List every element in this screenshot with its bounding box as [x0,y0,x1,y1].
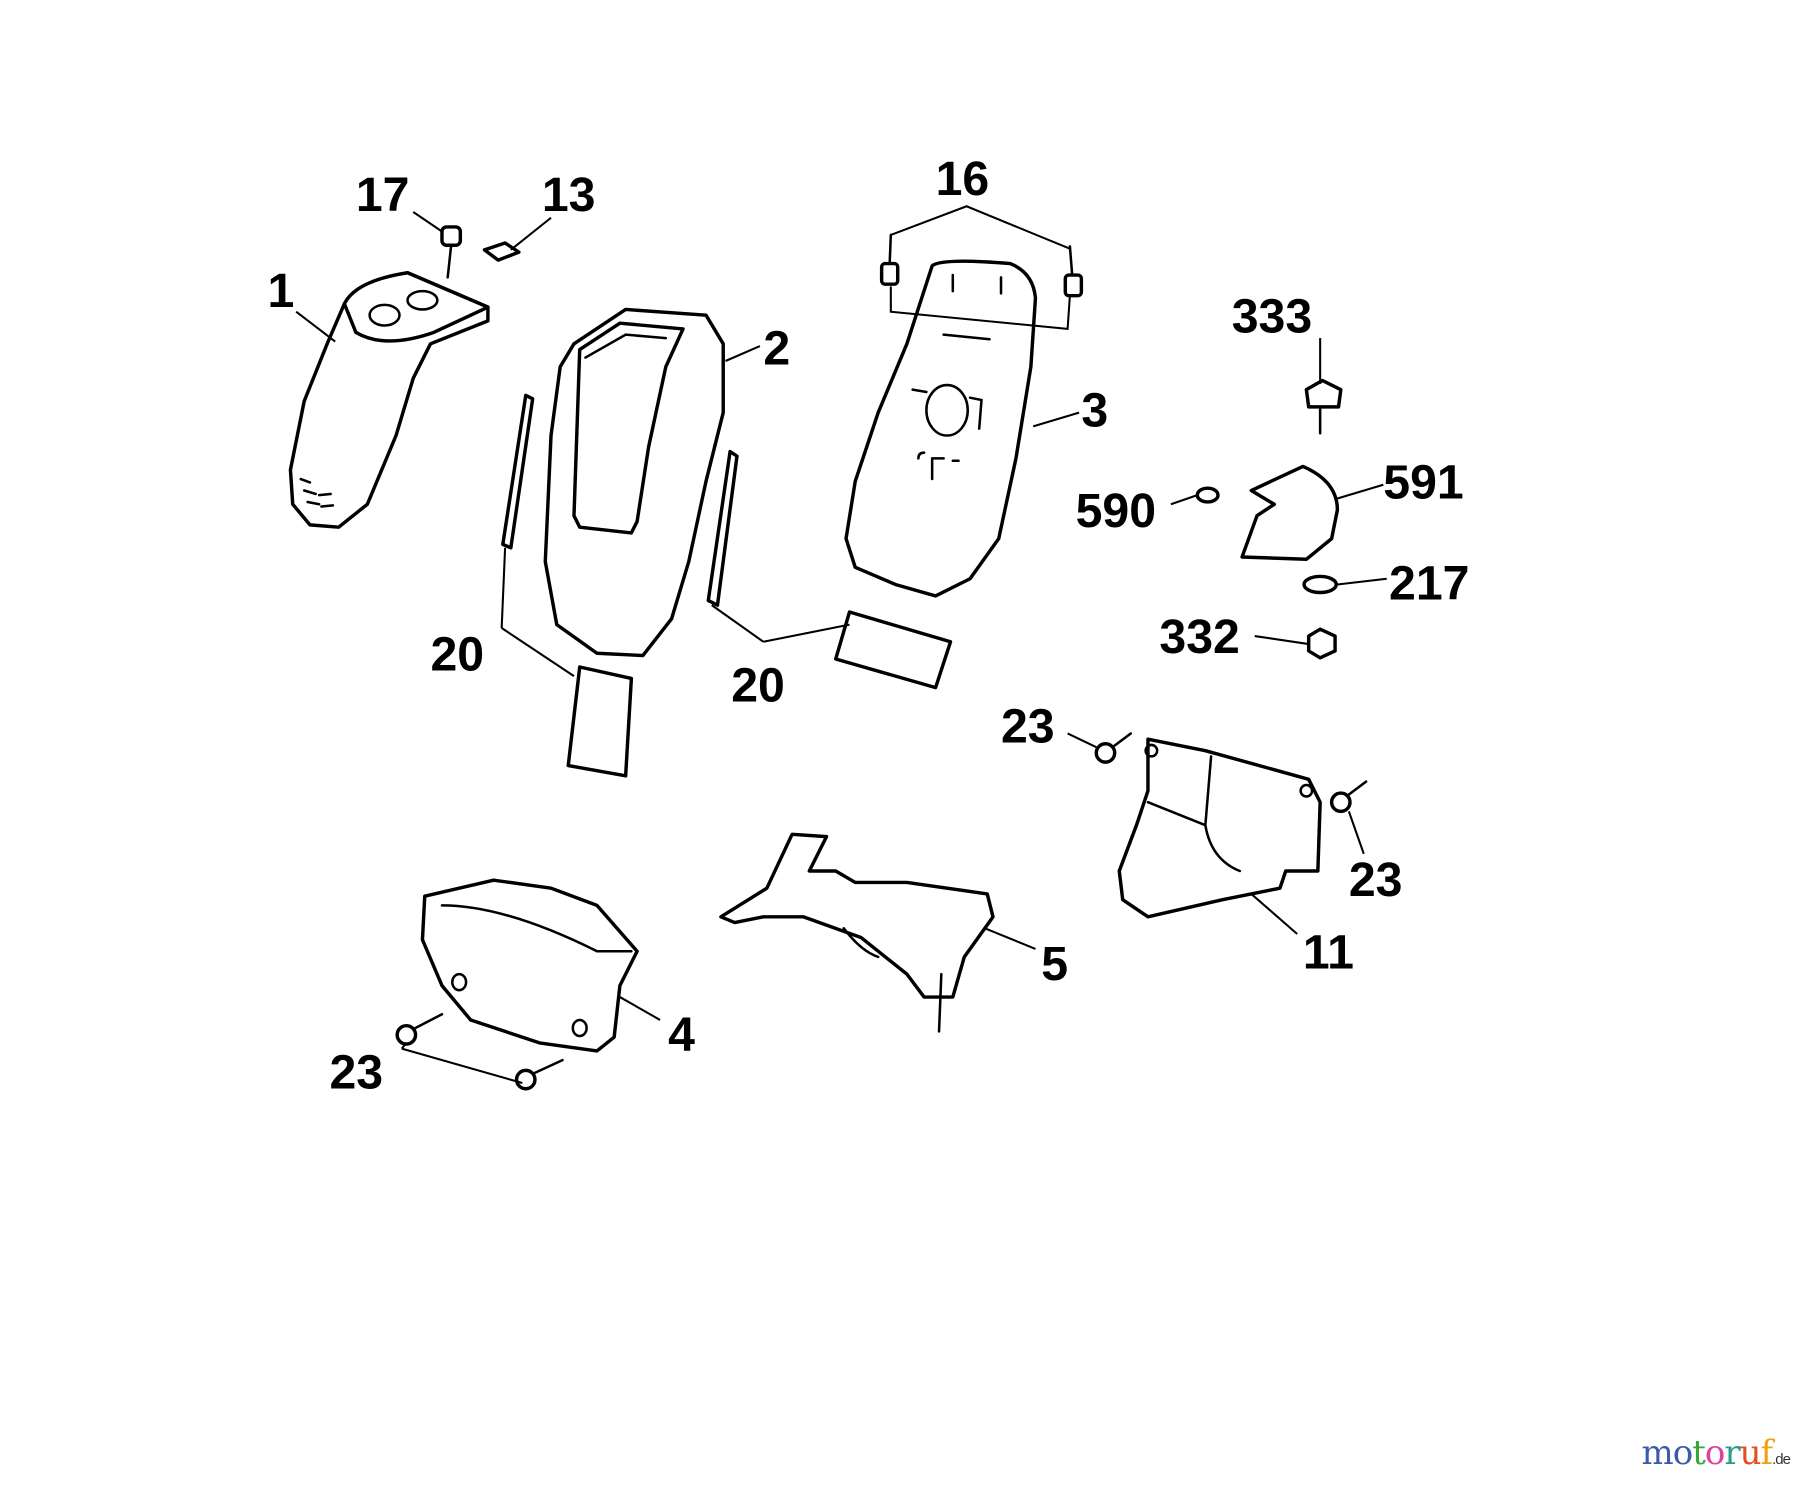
part-11-cover[interactable] [1117,737,1322,919]
part-20-pads[interactable] [501,393,953,778]
label-4: 4 [668,1008,695,1062]
label-3: 3 [1081,383,1108,437]
part-4-front-cover[interactable] [420,878,639,1053]
watermark-logo: motoruf.de [1641,1433,1791,1473]
part-591-plate[interactable] [1240,464,1340,561]
part-333-bolt[interactable] [1304,378,1343,435]
part-16-screws[interactable] [879,233,1084,331]
label-23-right: 23 [1349,853,1403,907]
part-23-screws[interactable] [395,732,1368,1091]
label-332: 332 [1159,610,1239,664]
label-591: 591 [1383,456,1463,510]
label-16: 16 [936,152,990,206]
label-217: 217 [1389,556,1469,610]
part-3-rear-cover[interactable] [844,259,1038,598]
label-13: 13 [542,168,596,222]
label-1: 1 [267,264,294,318]
label-20-right: 20 [731,658,785,712]
part-1-handle-cover[interactable] [288,271,490,529]
wm-letter: u [1739,1433,1762,1473]
label-2: 2 [763,321,790,375]
label-23-lower: 23 [329,1046,383,1100]
wm-letter: r [1724,1433,1740,1473]
wm-letter: t [1692,1433,1706,1473]
label-20-left: 20 [430,627,484,681]
wm-letter: o [1672,1433,1694,1473]
part-590-washer[interactable] [1195,486,1220,504]
label-333: 333 [1232,289,1312,343]
wm-letter: m [1641,1433,1673,1473]
part-217-washer[interactable] [1302,574,1338,595]
label-5: 5 [1041,937,1068,991]
leader-lines [295,205,1387,1085]
part-5-bracket[interactable] [719,832,995,1033]
label-11: 11 [1303,925,1354,979]
part-13-label[interactable] [482,241,521,262]
part-2-console-cover[interactable] [543,307,725,658]
part-332-nut[interactable] [1306,627,1337,660]
wm-suffix: .de [1772,1451,1791,1468]
part-17-screw[interactable] [440,225,463,279]
label-17: 17 [356,168,410,222]
label-23-upper: 23 [1001,700,1055,754]
label-590: 590 [1076,484,1156,538]
wm-letter: f [1760,1433,1774,1473]
wm-letter: o [1704,1433,1726,1473]
